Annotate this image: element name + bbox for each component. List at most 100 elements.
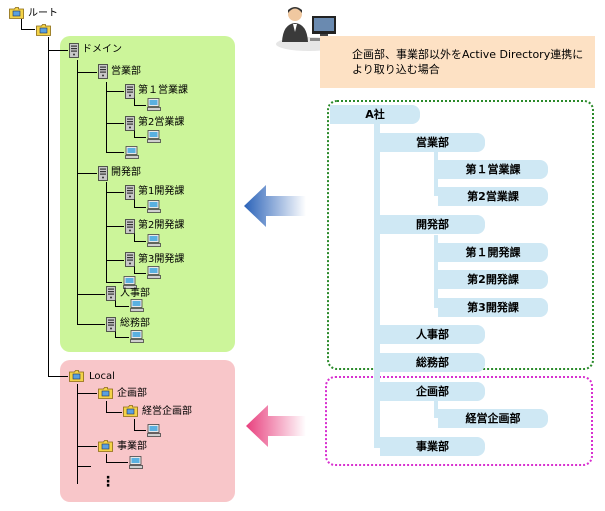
computer-icon <box>147 200 161 213</box>
computer-icon <box>125 146 139 159</box>
folder-icon <box>98 387 113 399</box>
tree-line <box>115 331 116 337</box>
folder-icon <box>9 7 24 19</box>
tree-line <box>21 19 22 29</box>
tree-line <box>134 266 135 273</box>
tree-local-label: Local <box>89 371 115 382</box>
computer-icon <box>130 330 144 343</box>
org-eigyo1: 第１営業課 <box>438 160 548 179</box>
tree-kaihatsu1-label: 第1開発課 <box>138 186 185 197</box>
tree-line <box>77 60 78 324</box>
computer-icon <box>147 98 161 111</box>
tree-kaihatsu2-label: 第2開発課 <box>138 220 185 231</box>
tree-line <box>106 226 124 227</box>
org-company: A社 <box>330 105 420 124</box>
tree-keiei-label: 経営企画部 <box>142 406 192 417</box>
server-icon <box>125 84 135 99</box>
tree-line <box>21 29 35 30</box>
computer-icon <box>130 299 144 312</box>
tree-line <box>115 300 116 306</box>
computer-icon <box>129 456 143 469</box>
tree-eigyo-label: 営業部 <box>111 66 141 77</box>
server-icon <box>106 317 116 332</box>
org-connector <box>434 399 438 418</box>
tree-kaihatsu3-label: 第3開発課 <box>138 254 185 265</box>
tree-line <box>106 260 124 261</box>
tree-line <box>115 337 129 338</box>
server-icon <box>69 43 79 58</box>
computer-icon <box>147 424 161 437</box>
tree-line <box>48 50 68 51</box>
org-kaihatsu2: 第2開発課 <box>438 270 548 289</box>
local-group-box <box>325 376 593 466</box>
org-eigyo: 営業部 <box>380 133 485 152</box>
tree-line <box>115 306 129 307</box>
server-icon <box>125 252 135 267</box>
tree-line <box>134 137 146 138</box>
org-connector <box>434 235 438 308</box>
tree-jigyo-label: 事業部 <box>117 441 147 452</box>
tree-line <box>77 173 97 174</box>
org-kikaku: 企画部 <box>380 382 485 401</box>
tree-line <box>134 233 135 241</box>
ad-import-panel <box>60 36 235 352</box>
server-icon <box>98 166 108 181</box>
org-kaihatsu1: 第１開発課 <box>438 243 548 262</box>
org-kaihatsu3: 第3開発課 <box>438 298 548 317</box>
tree-eigyo1-label: 第１営業課 <box>138 85 188 96</box>
tree-line <box>106 152 124 153</box>
local-panel <box>60 360 235 502</box>
tree-line <box>134 241 146 242</box>
tree-line <box>134 199 135 207</box>
org-jinji: 人事部 <box>380 325 485 344</box>
folder-icon <box>123 405 138 417</box>
folder-icon <box>69 370 84 382</box>
tree-line <box>48 376 68 377</box>
tree-line <box>134 430 146 431</box>
tree-eigyo2-label: 第2営業課 <box>138 117 185 128</box>
server-icon <box>106 286 116 301</box>
tree-line <box>134 273 146 274</box>
folder-icon <box>36 24 51 36</box>
tree-line <box>106 454 107 462</box>
tree-line <box>106 412 122 413</box>
computer-icon <box>147 130 161 143</box>
description-note <box>320 36 595 88</box>
org-connector <box>374 118 380 448</box>
server-icon <box>98 64 108 79</box>
org-kaihatsu: 開発部 <box>380 215 485 234</box>
computer-icon <box>147 266 161 279</box>
arrow-left-pink-icon <box>246 405 306 447</box>
computer-icon <box>147 234 161 247</box>
tree-line <box>134 419 135 430</box>
tree-line <box>106 462 128 463</box>
tree-line <box>77 294 105 295</box>
tree-line <box>134 105 146 106</box>
server-icon <box>125 185 135 200</box>
tree-somu-label: 総務部 <box>120 318 150 329</box>
tree-line <box>77 466 91 467</box>
tree-line <box>134 207 146 208</box>
tree-line <box>106 91 124 92</box>
tree-line <box>106 182 107 282</box>
tree-root-label: ルート <box>28 8 58 19</box>
tree-line <box>106 401 107 412</box>
tree-line <box>77 393 97 394</box>
description-text: 企画部、事業部以外をActive Directory連携により取り込む場合 <box>352 48 584 76</box>
tree-line <box>48 37 49 376</box>
tree-line <box>77 384 78 484</box>
tree-line <box>106 282 122 283</box>
tree-kaihatsu-label: 開発部 <box>111 167 141 178</box>
tree-line <box>106 123 124 124</box>
org-eigyo2: 第2営業課 <box>438 187 548 206</box>
tree-more-ellipsis: ⋮ <box>101 474 115 490</box>
org-jigyo: 事業部 <box>380 437 485 456</box>
org-keiei: 経営企画部 <box>438 409 548 428</box>
tree-line <box>134 130 135 137</box>
arrow-left-blue-icon <box>244 185 306 227</box>
tree-kikaku-label: 企画部 <box>117 388 147 399</box>
tree-line <box>106 82 107 152</box>
tree-domain-label: ドメイン <box>82 44 122 55</box>
tree-line <box>77 324 105 325</box>
tree-line <box>77 72 97 73</box>
